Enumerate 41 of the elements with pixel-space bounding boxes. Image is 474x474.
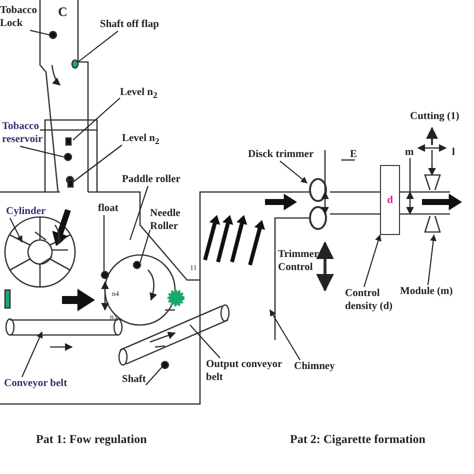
leader-line (280, 160, 308, 184)
leader-line (30, 30, 50, 36)
leader-line (22, 331, 43, 378)
part-label: Paddle roller (122, 173, 180, 186)
leader-line (78, 30, 118, 62)
leader-line (72, 144, 122, 182)
caption: Pat 1: Fow regulation (36, 432, 147, 447)
dimension-label: E (350, 148, 358, 162)
leader-line (129, 186, 149, 240)
part-label: Disck trimmer (248, 148, 314, 162)
part-label: Shaft (122, 373, 146, 386)
leader-line (20, 146, 64, 158)
leader-line (190, 324, 220, 358)
leader-line (145, 366, 162, 386)
part-label: Tobacco Lock (0, 4, 38, 30)
part-label: Control density (d) (345, 287, 400, 314)
dimension-label: l (452, 146, 455, 160)
part-label: Needle Roller (150, 207, 200, 234)
dimension-label: m (405, 146, 414, 160)
part-label: Trimmer Control (278, 248, 320, 274)
leader-line (427, 234, 437, 286)
part-label: Conveyor belt (4, 377, 68, 390)
part-label: Tobacco reservoir (2, 120, 40, 146)
leader-line (10, 218, 22, 243)
density-box: d (380, 165, 400, 235)
part-label: Output conveyor belt (206, 358, 286, 384)
leader-line (270, 309, 300, 360)
leader-line (363, 234, 382, 288)
part-label: Chimney (294, 360, 335, 374)
caption: Pat 2: Cigarette formation (290, 432, 426, 447)
part-label: Module (m) (400, 285, 453, 298)
part-label: Cylinder (6, 205, 46, 218)
part-label: Cutting (1) (410, 110, 460, 124)
part-label: Level n$_{2}$ (122, 132, 160, 148)
part-label: Level n$_{2}$ (120, 86, 158, 102)
part-label: float (98, 202, 118, 216)
leader-line (72, 98, 120, 140)
leader-line (103, 215, 105, 272)
leader-line (139, 230, 151, 264)
part-label: Shaft off flap (100, 18, 159, 32)
text-label: C (58, 4, 68, 20)
